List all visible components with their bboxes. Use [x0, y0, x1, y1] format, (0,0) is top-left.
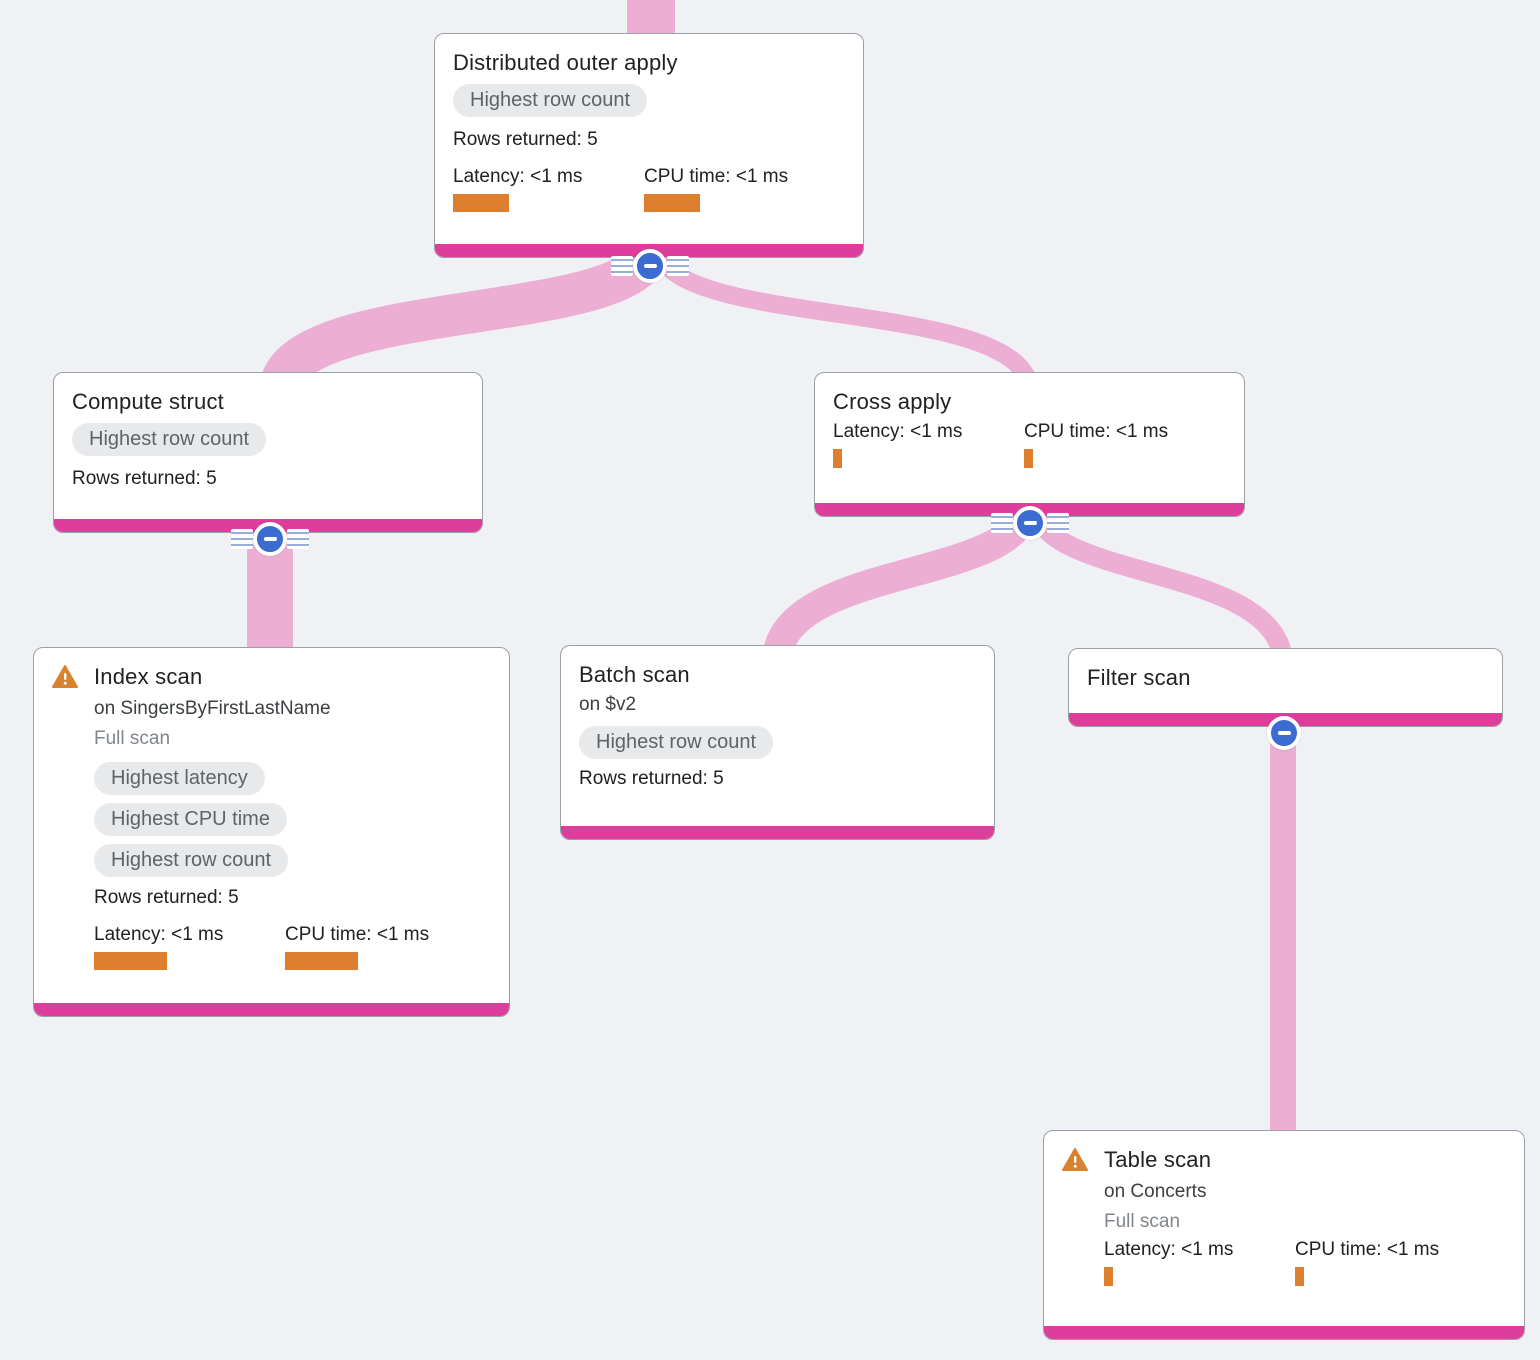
latency-metric: Latency: <1 ms	[833, 420, 1024, 468]
scan-target-label: on SingersByFirstLastName	[94, 698, 331, 719]
node-accent-bar	[1044, 1326, 1524, 1339]
metrics-row: Latency: <1 ms CPU time: <1 ms	[1104, 1238, 1506, 1286]
cpu-time-metric: CPU time: <1 ms	[1024, 420, 1215, 468]
highest-row-count-badge: Highest row count	[72, 423, 267, 456]
edge-distributed-outer-apply-to-compute-struct	[259, 241, 671, 396]
node-title: Batch scan	[579, 662, 690, 687]
node-title: Distributed outer apply	[453, 50, 678, 75]
latency-label: Latency: <1 ms	[833, 421, 963, 442]
rows-returned-label: Rows returned: 5	[579, 768, 724, 789]
node-compute-struct[interactable]: Compute struct Highest row count Rows re…	[53, 372, 483, 533]
rows-returned-label: Rows returned: 5	[94, 887, 239, 908]
metrics-row: Latency: <1 ms CPU time: <1 ms	[94, 923, 491, 970]
latency-metric: Latency: <1 ms	[94, 923, 285, 970]
minus-icon	[1267, 716, 1301, 750]
edge-cross-apply-to-batch-scan	[762, 502, 1040, 664]
expander-stripes-right	[667, 256, 689, 276]
scan-target-label: on Concerts	[1104, 1181, 1207, 1202]
expander-stripes-left	[231, 529, 253, 549]
highest-row-count-badge: Highest row count	[94, 844, 289, 877]
node-title: Compute struct	[72, 389, 224, 414]
rows-returned-label: Rows returned: 5	[453, 129, 598, 150]
collapse-button-cross-apply[interactable]	[991, 506, 1069, 540]
latency-metric: Latency: <1 ms	[1104, 1238, 1295, 1286]
latency-bar	[1104, 1267, 1113, 1286]
latency-label: Latency: <1 ms	[453, 166, 583, 187]
edge-cross-apply-to-filter-scan	[1026, 503, 1293, 666]
scan-type-label: Full scan	[1104, 1211, 1181, 1232]
cpu-time-label: CPU time: <1 ms	[1024, 421, 1169, 442]
rows-returned-label: Rows returned: 5	[72, 468, 217, 489]
highest-latency-badge: Highest latency	[94, 762, 265, 795]
collapse-button-filter-scan[interactable]	[1267, 716, 1301, 750]
node-title: Cross apply	[833, 389, 952, 414]
latency-label: Latency: <1 ms	[1104, 1239, 1234, 1260]
latency-metric: Latency: <1 ms	[453, 165, 644, 212]
latency-bar	[833, 449, 842, 468]
node-distributed-outer-apply[interactable]: Distributed outer apply Highest row coun…	[434, 33, 864, 258]
expander-stripes-left	[991, 513, 1013, 533]
node-title: Index scan	[94, 664, 203, 689]
cpu-time-metric: CPU time: <1 ms	[1295, 1238, 1486, 1286]
badge-stack: Highest latency Highest CPU time Highest…	[94, 762, 491, 877]
cpu-time-bar	[285, 952, 358, 970]
highest-row-count-badge: Highest row count	[579, 726, 774, 759]
cpu-time-bar	[1295, 1267, 1304, 1286]
latency-bar	[453, 194, 509, 212]
metrics-row: Latency: <1 ms CPU time: <1 ms	[453, 165, 845, 212]
collapse-button-distributed-outer-apply[interactable]	[611, 249, 689, 283]
cpu-time-label: CPU time: <1 ms	[1295, 1239, 1440, 1260]
node-title: Table scan	[1104, 1147, 1212, 1172]
node-accent-bar	[561, 826, 994, 839]
node-cross-apply[interactable]: Cross apply Latency: <1 ms CPU time: <1 …	[814, 372, 1245, 517]
node-index-scan[interactable]: Index scan on SingersByFirstLastName Ful…	[33, 647, 510, 1017]
latency-label: Latency: <1 ms	[94, 924, 224, 945]
cpu-time-bar	[644, 194, 700, 212]
metrics-row: Latency: <1 ms CPU time: <1 ms	[833, 420, 1226, 468]
minus-icon	[253, 522, 287, 556]
minus-icon	[633, 249, 667, 283]
node-filter-scan[interactable]: Filter scan	[1068, 648, 1503, 727]
node-table-scan[interactable]: Table scan on Concerts Full scan Latency…	[1043, 1130, 1525, 1340]
node-accent-bar	[34, 1003, 509, 1016]
node-batch-scan[interactable]: Batch scan on $v2 Highest row count Rows…	[560, 645, 995, 840]
cpu-time-label: CPU time: <1 ms	[285, 924, 430, 945]
cpu-time-bar	[1024, 449, 1033, 468]
warning-icon	[52, 665, 78, 694]
minus-icon	[1013, 506, 1047, 540]
highest-row-count-badge: Highest row count	[453, 84, 648, 117]
highest-cpu-time-badge: Highest CPU time	[94, 803, 287, 836]
expander-stripes-right	[1047, 513, 1069, 533]
scan-type-label: Full scan	[94, 728, 171, 749]
node-title: Filter scan	[1087, 665, 1191, 690]
expander-stripes-right	[287, 529, 309, 549]
edge-distributed-outer-apply-to-cross-apply	[649, 243, 1039, 394]
latency-bar	[94, 952, 167, 970]
expander-stripes-left	[611, 256, 633, 276]
scan-target-label: on $v2	[579, 694, 637, 715]
cpu-time-metric: CPU time: <1 ms	[285, 923, 476, 970]
cpu-time-label: CPU time: <1 ms	[644, 166, 789, 187]
collapse-button-compute-struct[interactable]	[231, 522, 309, 556]
cpu-time-metric: CPU time: <1 ms	[644, 165, 835, 212]
warning-icon	[1062, 1148, 1088, 1177]
